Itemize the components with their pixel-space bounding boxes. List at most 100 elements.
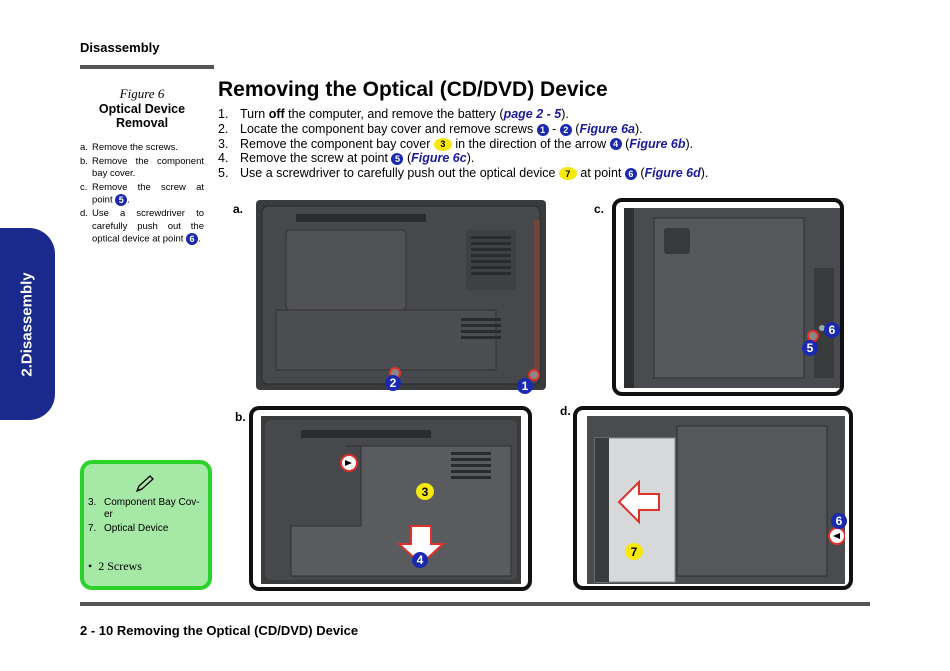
figure-caption: Figure 6 Optical Device Removal [80, 86, 204, 130]
pencil-icon [134, 474, 156, 499]
note-part-number: 3. [88, 497, 97, 508]
text-run: ( [636, 166, 645, 181]
figure-reference-link[interactable]: Figure 6a [579, 121, 636, 136]
photo-d-label: d. [560, 404, 571, 418]
text-run: Remove the component bay cover [240, 136, 434, 151]
text-run: the computer, and remove the battery ( [284, 107, 504, 121]
step-text: Turn off the computer, and remove the ba… [240, 107, 569, 122]
photo-c-label: c. [594, 202, 605, 216]
note-parts-list: 3. Component Bay Cov-er 7. Optical Devic… [88, 497, 206, 535]
step-text: Use a screwdriver to carefully push out … [240, 166, 708, 181]
callout-2-marker: 2 [385, 375, 401, 391]
callout-4-badge: 4 [609, 138, 622, 151]
page-reference-link[interactable]: page 2 - 5 [503, 107, 562, 121]
procedure-steps: 1. Turn off the computer, and remove the… [218, 107, 858, 181]
note-part-text: Component Bay Cov-er [104, 497, 200, 520]
figure-step-d: d. Use a screwdriver to carefully push o… [80, 208, 204, 246]
procedure-step-1: 1. Turn off the computer, and remove the… [218, 107, 858, 122]
text-run: ). [635, 121, 643, 136]
photo-c-laptop-closeup [624, 208, 840, 388]
step-text: Remove the screw at point 5 (Figure 6c). [240, 151, 474, 166]
photo-a-laptop-bottom [256, 200, 546, 390]
note-part-text: Optical Device [104, 523, 169, 534]
callout-4-marker: 4 [412, 552, 428, 568]
photo-c-frame: 6 5 [612, 198, 844, 396]
figure-step-text: Remove the screw at point [92, 181, 204, 206]
callout-7-marker: 7 [625, 543, 643, 560]
callout-3-marker: 3 [416, 483, 434, 500]
text-run: ). [700, 166, 709, 181]
photo-b-laptop-bottom [261, 416, 521, 584]
callout-6-badge: 6 [186, 233, 199, 246]
page-footer: 2 - 10 Removing the Optical (CD/DVD) Dev… [80, 623, 359, 638]
footer-divider [80, 602, 870, 606]
laptop-bottom-illustration [265, 420, 517, 580]
text-run: Remove the screw at point [240, 151, 392, 166]
figure-step-letter: d. [80, 208, 88, 220]
procedure-step-5: 5. Use a screwdriver to carefully push o… [218, 166, 858, 181]
figure-step-text: Use a screwdriver to carefully push out … [92, 208, 204, 245]
figure-number: Figure 6 [119, 86, 165, 101]
callout-1-marker: 1 [517, 378, 533, 394]
side-tab-label-wrap: 2.Disassembly [0, 228, 55, 420]
screws-count: • 2 Screws [88, 559, 142, 574]
callout-2-badge: 2 [559, 123, 572, 136]
text-run: Use a screwdriver to carefully push out … [240, 166, 559, 181]
note-part-item: 3. Component Bay Cov-er [88, 497, 206, 521]
note-box [80, 460, 212, 590]
figure-title-line2: Removal [115, 116, 169, 130]
callout-6-marker: 6 [831, 513, 847, 529]
photo-a-label: a. [233, 202, 244, 216]
text-run: ( [571, 121, 580, 136]
header-divider [80, 65, 214, 69]
laptop-bottom-illustration [261, 205, 541, 385]
text-run: ). [561, 107, 569, 121]
step-number: 1. [218, 107, 229, 121]
callout-5-badge: 5 [115, 194, 128, 206]
text-bold: off [268, 107, 285, 121]
figure-step-letter: a. [80, 142, 88, 153]
note-part-number: 7. [88, 523, 97, 534]
figure-step-text: Remove the component bay cover. [92, 155, 204, 180]
photo-b-frame: 3 4 [249, 406, 532, 591]
figure-step-text: Remove the screws. [92, 142, 179, 153]
figure-step-text-wrap: Use a screwdriver to carefully push out … [92, 208, 204, 246]
screws-text: 2 Screws [98, 559, 142, 573]
figure-step-letter: b. [80, 155, 88, 167]
figure-reference-link[interactable]: Figure 6b [629, 136, 686, 151]
text-run: in the direction of the arrow [451, 136, 610, 151]
note-part-item: 7. Optical Device [88, 523, 206, 535]
text-run: ( [403, 151, 412, 166]
page-title: Removing the Optical (CD/DVD) Device [218, 78, 608, 101]
figure-steps-list: a. Remove the screws. b. Remove the comp… [80, 142, 204, 246]
text-run: - [548, 121, 560, 136]
text-run: Locate the component bay cover and remov… [240, 121, 537, 136]
step-number: 4. [218, 151, 229, 166]
step-number: 3. [218, 136, 229, 151]
figure-step-a: a. Remove the screws. [80, 142, 204, 155]
photo-d-frame: 7 6 [573, 406, 853, 590]
step-number: 2. [218, 121, 229, 136]
side-tab-label: 2.Disassembly [19, 271, 37, 377]
step-number: 5. [218, 166, 229, 181]
laptop-closeup-illustration [587, 416, 845, 584]
text-run: ( [621, 136, 630, 151]
callout-6-marker: 6 [824, 322, 840, 338]
callout-3-badge: 3 [433, 137, 452, 151]
figure-reference-link[interactable]: Figure 6d [644, 166, 701, 181]
bullet: • [88, 559, 93, 573]
procedure-step-2: 2. Locate the component bay cover and re… [218, 122, 858, 137]
text-run: Turn [240, 107, 269, 121]
figure-reference-link[interactable]: Figure 6c [411, 151, 467, 166]
side-tab [0, 228, 55, 420]
text-run: ). [466, 151, 475, 166]
callout-5-marker: 5 [802, 340, 818, 356]
screw-icon [528, 369, 540, 381]
figure-step-text-wrap: Remove the screw at point 5. [92, 181, 204, 206]
photo-d-laptop-closeup [587, 416, 845, 584]
text-run: at point [576, 166, 625, 181]
laptop-closeup-illustration [624, 208, 840, 388]
callout-5-badge: 5 [391, 153, 404, 166]
callout-1-badge: 1 [536, 123, 549, 136]
figure-step-c: c. Remove the screw at point 5. [80, 182, 204, 208]
